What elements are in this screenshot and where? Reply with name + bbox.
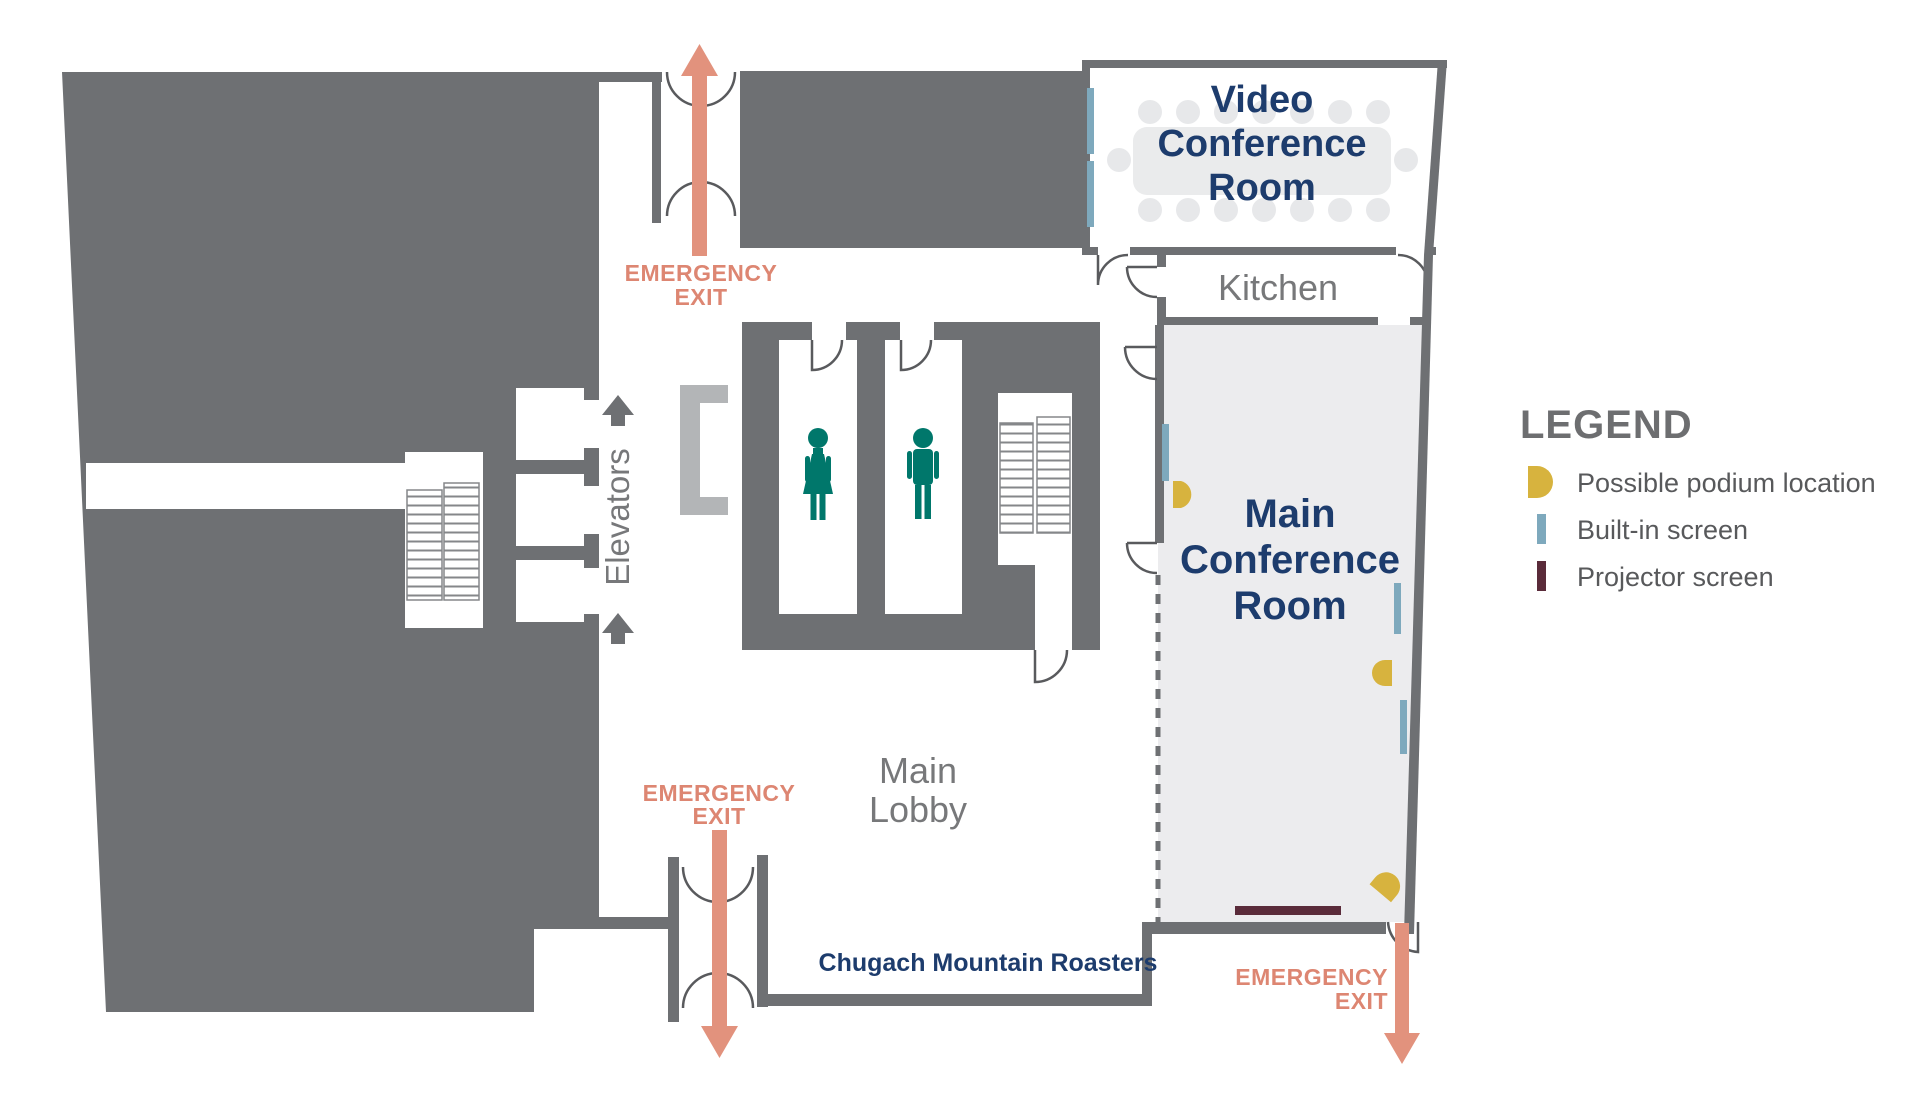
built-in-screen-icon (1537, 514, 1546, 544)
door-arc (681, 866, 719, 904)
elevator-up-arrow-icon (602, 395, 634, 415)
stairs-right-flight-2 (1036, 416, 1071, 534)
stair-corridor (1035, 563, 1072, 650)
emergency-exit-top: EMERGENCY EXIT (625, 44, 778, 310)
main-lobby-label: Main (879, 750, 957, 791)
built-in-screen (1162, 424, 1169, 481)
stairs-right-flight-1 (999, 422, 1034, 534)
elevator-shaft-1 (516, 388, 584, 460)
elevator-door-1 (584, 400, 600, 448)
exit-arrow-icon (1395, 923, 1409, 1035)
restroom-block (742, 322, 1100, 684)
emergency-exit-bottom-right: EMERGENCY EXIT (1235, 923, 1420, 1064)
video-conference-room: Video Conference Room (1082, 60, 1447, 286)
door-arc (1125, 265, 1158, 299)
kitchen-label: Kitchen (1218, 267, 1338, 308)
built-in-screen (1400, 700, 1407, 754)
video-conference-room-label: Video (1211, 79, 1314, 121)
podium-location (1369, 872, 1401, 903)
exit-arrow-icon (692, 74, 707, 256)
door-arc (1096, 253, 1129, 286)
podium-location (1372, 660, 1392, 686)
kitchen: Kitchen (1125, 255, 1428, 359)
svg-text:Conference: Conference (1157, 123, 1366, 165)
stairs-left-flight-1 (406, 489, 443, 601)
door-arc (1123, 345, 1158, 381)
door-arc (1125, 541, 1158, 575)
built-in-screen (1087, 161, 1094, 227)
upper-building-mass (740, 71, 1082, 248)
main-conference-room: Main Conference Room (1123, 255, 1433, 1006)
svg-text:EXIT: EXIT (692, 803, 745, 829)
door-arc (1033, 649, 1069, 684)
lobby-alcove-bracket (680, 385, 728, 515)
cafe-label: Chugach Mountain Roasters (819, 949, 1158, 977)
emergency-exit-bottom-left: EMERGENCY EXIT (643, 780, 796, 1058)
lobby-walls (599, 855, 1152, 1022)
elevator-door-2 (584, 486, 600, 534)
door-arc (681, 971, 719, 1009)
elevator-door-3 (584, 568, 600, 614)
man-restroom-icon (907, 428, 939, 519)
svg-text:EMERGENCY: EMERGENCY (625, 260, 778, 286)
podium-location (1173, 481, 1192, 508)
elevator-shaft-2 (516, 474, 584, 546)
elevators-signage: Elevators (599, 395, 636, 644)
svg-text:EMERGENCY: EMERGENCY (643, 780, 796, 806)
right-exterior-wall (1404, 255, 1433, 934)
door-arc (899, 339, 933, 372)
elevator-up-arrow-icon (602, 613, 634, 633)
legend-title: LEGEND (1520, 403, 1693, 447)
stairs-left-flight-2 (443, 482, 480, 601)
left-building-mass (62, 72, 600, 1012)
built-in-screen (1087, 88, 1094, 154)
exit-arrow-icon (712, 830, 727, 1030)
projector-screen (1235, 906, 1341, 915)
podium-icon (1528, 466, 1553, 498)
svg-text:Room: Room (1208, 167, 1316, 209)
door-arc (810, 339, 844, 372)
elevators-label: Elevators (599, 448, 636, 586)
legend: LEGEND Possible podium location Built-in… (1520, 403, 1876, 592)
svg-text:Lobby: Lobby (869, 789, 967, 830)
elevator-shaft-3 (516, 560, 584, 622)
svg-text:EXIT: EXIT (1335, 988, 1388, 1014)
svg-text:Room: Room (1233, 584, 1346, 628)
legend-item-label: Built-in screen (1577, 515, 1748, 545)
woman-restroom-icon (803, 428, 833, 520)
built-in-screen (1394, 583, 1401, 634)
corridor (86, 463, 406, 509)
svg-text:EMERGENCY: EMERGENCY (1235, 964, 1388, 990)
main-conference-room-label: Main (1244, 492, 1335, 536)
conference-table-and-chairs (1107, 100, 1418, 222)
top-exit-vestibule (596, 71, 737, 223)
projector-screen-icon (1537, 561, 1546, 591)
svg-text:Conference: Conference (1180, 538, 1400, 582)
svg-text:EXIT: EXIT (674, 284, 727, 310)
legend-item-label: Possible podium location (1577, 468, 1876, 498)
legend-item-label: Projector screen (1577, 562, 1774, 592)
